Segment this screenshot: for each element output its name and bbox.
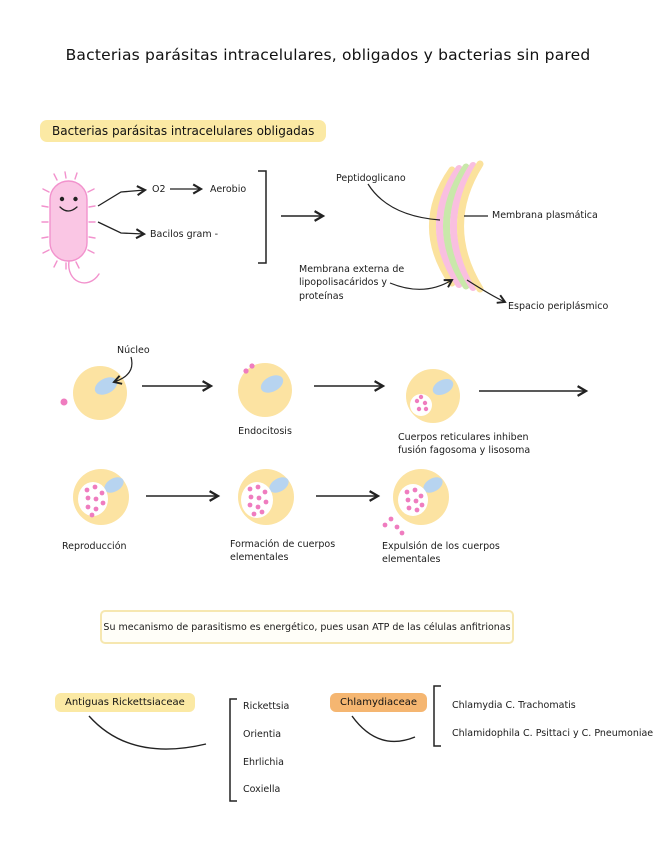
rickettsia-curve bbox=[88, 715, 207, 750]
bacteria-bracket bbox=[258, 170, 267, 264]
nucleo-pointer-arrow bbox=[112, 356, 133, 385]
cell-6-illustration bbox=[382, 469, 449, 536]
rickettsia-bracket bbox=[229, 698, 237, 802]
o2-label: O2 bbox=[152, 184, 166, 195]
chlamydia-curve bbox=[351, 715, 416, 743]
aerobio-label: Aerobio bbox=[210, 184, 247, 195]
note-text: Su mecanismo de parasitismo es energétic… bbox=[103, 621, 511, 633]
rickettsia-item: Coxiella bbox=[243, 784, 281, 795]
expulsion-label: Expulsión de los cuerpos elementales bbox=[382, 541, 500, 566]
membrana-externa-label: Membrana externa de lipopolisacáridos y … bbox=[299, 264, 405, 302]
note-box: Su mecanismo de parasitismo es energétic… bbox=[100, 610, 514, 644]
cell-5-illustration bbox=[238, 469, 294, 525]
page-title: Bacterias parásitas intracelulares, obli… bbox=[65, 46, 591, 64]
cell-2-illustration bbox=[238, 363, 292, 417]
formacion-label: Formación de cuerpos elementales bbox=[230, 539, 336, 564]
membrane-illustration bbox=[429, 160, 484, 293]
nucleo-label: Núcleo bbox=[117, 345, 150, 356]
bacilos-label: Bacilos gram - bbox=[150, 229, 219, 240]
section-heading: Bacterias parásitas intracelulares oblig… bbox=[40, 120, 327, 142]
rickettsia-item: Rickettsia bbox=[243, 701, 290, 712]
chlamydia-group-label: Chlamydiaceae bbox=[330, 693, 428, 712]
cell-3-illustration bbox=[406, 369, 460, 423]
cell-4-illustration bbox=[73, 469, 129, 525]
chlamydia-item: Chlamydia C. Trachomatis bbox=[452, 700, 576, 711]
peptidoglicano-label: Peptidoglicano bbox=[336, 173, 406, 184]
rickettsia-item: Ehrlichia bbox=[243, 757, 284, 768]
chlamydia-item: Chlamidophila C. Psittaci y C. Pneumonia… bbox=[452, 728, 654, 739]
endocitosis-label: Endocitosis bbox=[238, 426, 292, 437]
espacio-periplasmico-label: Espacio periplásmico bbox=[508, 301, 609, 312]
rickettsia-item: Orientia bbox=[243, 729, 282, 740]
cuerpos-reticulares-label: Cuerpos reticulares inhiben fusión fagos… bbox=[398, 432, 531, 457]
rickettsia-group-label: Antiguas Rickettsiaceae bbox=[55, 693, 195, 712]
chlamydia-bracket bbox=[433, 685, 441, 747]
reproduccion-label: Reproducción bbox=[62, 541, 127, 552]
bacteria-illustration bbox=[41, 171, 100, 284]
cell-1-illustration bbox=[60, 366, 127, 420]
membrana-plasmatica-label: Membrana plasmática bbox=[492, 210, 598, 221]
